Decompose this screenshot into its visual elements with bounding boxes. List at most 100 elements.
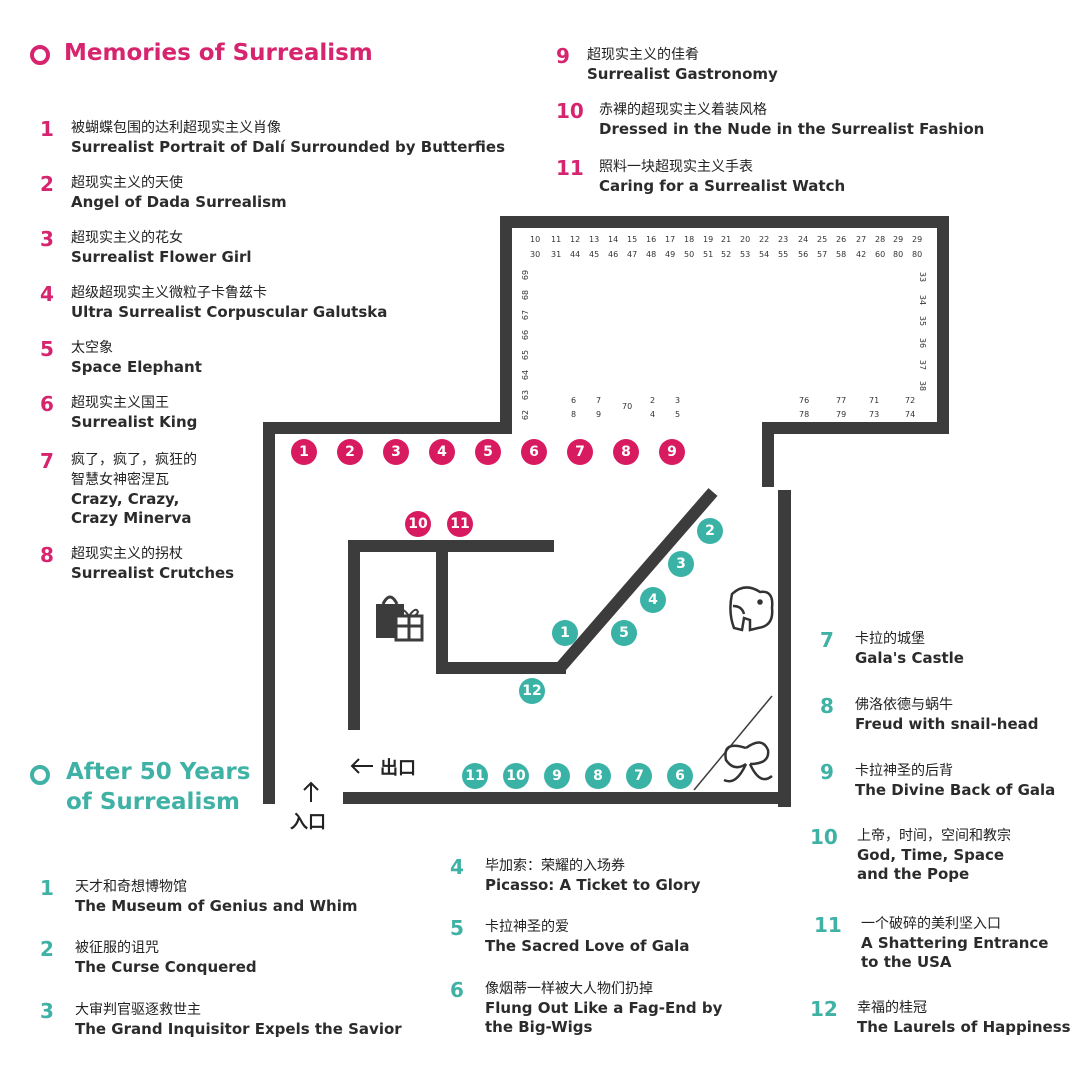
room-number: 9 xyxy=(596,410,602,419)
memory-item-en: Ultra Surrealist Corpuscular Galutska xyxy=(71,303,388,321)
memory-item-en: Caring for a Surrealist Watch xyxy=(599,177,846,195)
room-number: 4 xyxy=(650,410,656,419)
exit-arrow-icon xyxy=(350,758,373,774)
room-number: 42 xyxy=(856,250,867,259)
memory-item-zh: 超现实主义的花女 xyxy=(71,230,183,246)
room-number: 70 xyxy=(622,402,633,411)
room-number: 14 xyxy=(608,235,619,244)
map-marker: 7 xyxy=(567,439,593,465)
room-number: 29 xyxy=(893,235,904,244)
map-marker: 10 xyxy=(503,763,529,789)
map-marker: 8 xyxy=(585,763,611,789)
wall-shop-bottom xyxy=(436,662,566,674)
room-number: 15 xyxy=(627,235,638,244)
memory-item-en: Dressed in the Nude in the Surrealist Fa… xyxy=(599,120,985,138)
room-number: 24 xyxy=(798,235,809,244)
memory-item-zh: 被蝴蝶包围的达利超现实主义肖像 xyxy=(71,120,281,136)
room-number: 68 xyxy=(521,289,530,301)
memory-item-en: Surrealist King xyxy=(71,413,198,431)
memory-item-zh: 太空象 xyxy=(71,340,113,356)
wall-hall-top xyxy=(263,422,512,434)
room-number: 31 xyxy=(551,250,562,259)
after-item-number: 10 xyxy=(810,825,838,849)
after-section-icon xyxy=(30,765,50,785)
room-number: 79 xyxy=(836,410,847,419)
memory-item-en: Surrealist Crutches xyxy=(71,564,235,582)
map-marker: 11 xyxy=(462,763,488,789)
room-number: 69 xyxy=(521,269,530,281)
entrance-label: 入口 xyxy=(290,812,326,833)
room-number: 17 xyxy=(665,235,676,244)
room-number: 63 xyxy=(521,389,530,401)
after-item-zh: 一个破碎的美利坚入口 xyxy=(861,916,1001,932)
map-marker: 2 xyxy=(697,518,723,544)
after-item-number: 1 xyxy=(40,876,54,900)
room-number: 7 xyxy=(596,396,602,405)
room-number: 80 xyxy=(912,250,923,259)
memory-item: 3 超现实主义的花女 Surrealist Flower Girl xyxy=(40,228,252,267)
memory-item-number: 3 xyxy=(40,227,54,251)
after-item-zh: 天才和奇想博物馆 xyxy=(75,879,187,895)
after-title-line1: After 50 Years xyxy=(66,759,251,785)
wall-room-right xyxy=(937,216,949,434)
room-number: 44 xyxy=(570,250,581,259)
room-number: 10 xyxy=(530,235,541,244)
memory-item-number: 8 xyxy=(40,543,54,567)
map-marker: 3 xyxy=(668,551,694,577)
wall-diagonal xyxy=(555,488,718,672)
room-number: 30 xyxy=(530,250,541,259)
after-item-zh: 卡拉的城堡 xyxy=(855,631,925,647)
room-number: 12 xyxy=(570,235,581,244)
after-item-zh: 毕加索：荣耀的入场券 xyxy=(485,858,625,874)
room-number: 3 xyxy=(675,396,681,405)
room-number: 64 xyxy=(521,369,530,381)
after-item-en: A Shattering Entrance to the USA xyxy=(861,934,1049,971)
after-item-number: 2 xyxy=(40,937,54,961)
after-item-en: Picasso: A Ticket to Glory xyxy=(485,876,701,894)
corner-line xyxy=(693,695,773,791)
memory-item-zh: 超现实主义的佳肴 xyxy=(587,47,699,63)
memory-item-en: Surrealist Gastronomy xyxy=(587,65,778,83)
room-number: 19 xyxy=(703,235,714,244)
map-marker: 10 xyxy=(405,511,431,537)
room-number: 29 xyxy=(912,235,923,244)
after-item-number: 12 xyxy=(810,997,838,1021)
room-number: 33 xyxy=(918,271,927,283)
memory-item-number: 2 xyxy=(40,172,54,196)
after-item-zh: 上帝，时间，空间和教宗 xyxy=(857,828,1011,844)
room-number: 46 xyxy=(608,250,619,259)
after-item-zh: 大审判官驱逐救世主 xyxy=(75,1002,201,1018)
memory-item-zh: 超现实主义国王 xyxy=(71,395,169,411)
memory-item-en: Surrealist Flower Girl xyxy=(71,248,252,266)
after-item-en: The Sacred Love of Gala xyxy=(485,937,690,955)
wall-room-bottom-right xyxy=(762,422,949,434)
elephant-icon xyxy=(729,586,774,632)
room-number: 71 xyxy=(869,396,880,405)
memory-item-zh: 疯了，疯了，疯狂的 xyxy=(71,452,197,468)
room-number: 72 xyxy=(905,396,916,405)
room-number: 26 xyxy=(836,235,847,244)
after-item-en: Flung Out Like a Fag-End by the Big-Wigs xyxy=(485,999,723,1036)
room-number: 11 xyxy=(551,235,562,244)
after-item-number: 8 xyxy=(820,694,834,718)
after-item-number: 4 xyxy=(450,855,464,879)
wall-room-top xyxy=(500,216,949,228)
map-marker: 9 xyxy=(659,439,685,465)
memory-item-number: 1 xyxy=(40,117,54,141)
memory-item-number: 10 xyxy=(556,99,584,123)
room-number: 22 xyxy=(759,235,770,244)
room-number: 2 xyxy=(650,396,656,405)
after-item-en: Freud with snail-head xyxy=(855,715,1039,733)
room-number: 45 xyxy=(589,250,600,259)
room-number: 65 xyxy=(521,349,530,361)
